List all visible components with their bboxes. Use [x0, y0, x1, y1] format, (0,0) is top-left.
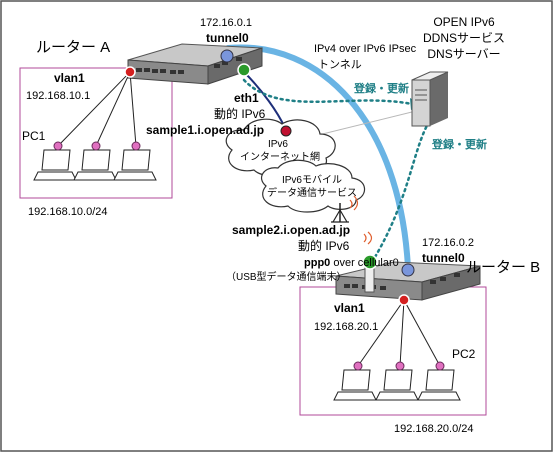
- pc-port-dots: [53, 141, 445, 371]
- ipsec-tunnel: [225, 44, 411, 271]
- usb-device-label: （USB型データ通信端末）: [226, 270, 347, 283]
- vlan1-label-b: vlan1: [334, 301, 365, 315]
- register-path-a: [242, 78, 414, 106]
- tunnel0-port-b: [401, 263, 415, 277]
- tunnel-ip-a: 172.16.0.1: [200, 17, 252, 29]
- ppp0-port: [362, 254, 378, 270]
- dns-server-icon: [411, 71, 449, 127]
- vlan1-ip-a: 192.168.10.1: [26, 90, 90, 102]
- lan-a-subnet: 192.168.10.0/24: [28, 206, 108, 218]
- eth1-port: [237, 63, 251, 77]
- lan-box-a: [19, 67, 173, 199]
- pc1-label: PC1: [22, 129, 46, 143]
- pc-laptop-icon: [33, 149, 77, 181]
- lan-wires-b: [357, 299, 441, 367]
- pc-laptop-icon: [113, 149, 157, 181]
- tunnel-ip-b: 172.16.0.2: [422, 237, 474, 249]
- mobile-cloud-line1: IPv6モバイル: [282, 174, 342, 186]
- pc-laptop-icon: [73, 149, 117, 181]
- hostname-a: sample1.i.open.ad.jp: [146, 123, 264, 137]
- pc-laptop-icon: [417, 369, 461, 401]
- register-path-b: [370, 118, 432, 264]
- server-label-line2: DDNSサービス: [423, 31, 505, 45]
- register-label-b: 登録・更新: [431, 137, 487, 151]
- tunnel0-label-a: tunnel0: [206, 31, 249, 45]
- mobile-cloud-line2: データ通信サービス: [267, 186, 357, 199]
- vlan1-label-a: vlan1: [54, 71, 85, 85]
- ppp0-name: ppp0: [304, 257, 330, 269]
- eth1-ip-label: 動的 IPv6: [214, 106, 266, 121]
- server-label-line1: OPEN IPv6: [433, 15, 495, 29]
- tunnel-label-line1: IPv4 over IPv6 IPsec: [314, 43, 417, 55]
- vlan1-port-a: [124, 66, 136, 78]
- register-label-a: 登録・更新: [353, 81, 409, 95]
- router-a-title: ルーター A: [36, 39, 110, 56]
- server-label-line3: DNSサーバー: [427, 47, 500, 61]
- eth1-label: eth1: [234, 91, 259, 105]
- pc-laptop-icon: [375, 369, 419, 401]
- tunnel0-port-a: [220, 49, 234, 63]
- mobile-cloud: [261, 159, 366, 213]
- usb-signal-icon: [363, 231, 373, 245]
- ppp0-label: ppp0 over cellular0: [304, 257, 399, 269]
- tunnel0-label-b: tunnel0: [422, 251, 465, 265]
- router-b-title: ルーター B: [466, 259, 540, 276]
- vlan1-ip-b: 192.168.20.1: [314, 321, 378, 333]
- pc-laptop-icon: [333, 369, 377, 401]
- vlan1-port-b: [398, 294, 410, 306]
- internet-cloud-line1: IPv6: [268, 139, 288, 150]
- usb-modem-icon: [364, 265, 375, 293]
- lan-wires-a: [57, 71, 137, 147]
- antenna-icon: [331, 195, 359, 223]
- lan-b-subnet: 192.168.20.0/24: [394, 423, 474, 435]
- ppp0-ip-label: 動的 IPv6: [298, 238, 350, 253]
- router-a-icon: [127, 43, 263, 85]
- internet-cloud-line2: インターネット網: [240, 150, 320, 163]
- tunnel-label-line2: トンネル: [318, 58, 362, 71]
- cloud-link-dot: [280, 125, 292, 137]
- hostname-b: sample2.i.open.ad.jp: [232, 223, 350, 237]
- pc2-label: PC2: [452, 347, 476, 361]
- ppp0-desc: over cellular0: [330, 257, 398, 269]
